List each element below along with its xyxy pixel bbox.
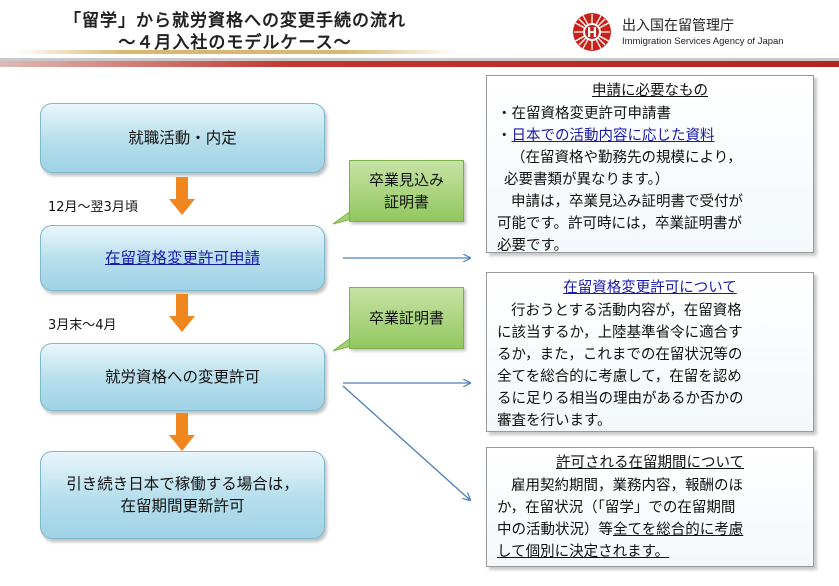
header-band	[0, 61, 839, 67]
info-period-line3: 中の活動状況）等全てを総合的に考慮	[497, 519, 803, 541]
info-box-permitted-period: 許可される在留期間について 雇用契約期間，業務内容，報酬のほ か，在留状況（「留…	[486, 447, 814, 567]
period-label-2: 3月末〜4月	[48, 318, 117, 333]
agency-name-en: Immigration Services Agency of Japan	[622, 36, 784, 47]
info-required-item2: ・日本での活動内容に応じた資料	[497, 125, 803, 147]
info-change-line2: に該当するか，上陸基準省令に適合す	[497, 325, 743, 341]
activity-documents-link[interactable]: 日本での活動内容に応じた資料	[511, 128, 715, 144]
info-required-body1: 申請は，卒業見込み証明書で受付が	[511, 194, 743, 210]
info-box-change-permission: 在留資格変更許可について 行おうとする活動内容が，在留資格 に該当するか，上陸基…	[486, 272, 814, 432]
down-arrow-icon	[169, 294, 195, 332]
callout-expected-graduation-certificate: 卒業見込み 証明書	[349, 160, 464, 222]
info-box-required-documents: 申請に必要なもの ・在留資格変更許可申請書 ・日本での活動内容に応じた資料 （在…	[486, 75, 814, 254]
info-change-line3: るか，また，これまでの在留状況等の	[497, 347, 743, 363]
step-job-hunting: 就職活動・内定	[40, 103, 325, 173]
info-period-line4: して個別に決定されます。	[497, 544, 670, 560]
down-arrow-icon	[169, 177, 195, 215]
change-application-link[interactable]: 在留資格変更許可申請	[104, 249, 260, 267]
info-period-title: 許可される在留期間について	[555, 455, 745, 471]
step-renewal-permission: 引き続き日本で稼働する場合は， 在留期間更新許可	[40, 451, 325, 539]
info-change-line1: 行おうとする活動内容が，在留資格	[511, 303, 742, 319]
callout-graduation-certificate: 卒業証明書	[349, 287, 464, 349]
down-arrow-icon	[169, 413, 195, 451]
info-change-line6: 審査を行います。	[497, 413, 612, 429]
header-rule	[0, 58, 839, 61]
info-required-note1: （在留資格や勤務先の規模により，	[511, 150, 742, 166]
info-required-body3: 必要です。	[497, 238, 569, 254]
step-renewal-line1: 引き続き日本で稼働する場合は，	[66, 475, 299, 493]
period-label-1: 12月〜翌3月頃	[48, 200, 138, 215]
step-renewal-line2: 在留期間更新許可	[120, 497, 245, 515]
page-title-line1: 「留学」から就労資格への変更手続の流れ	[64, 11, 406, 31]
change-permission-link[interactable]: 在留資格変更許可について	[563, 280, 737, 296]
info-change-line5: るに足りる相当の理由があるか否かの	[497, 391, 744, 407]
info-required-item2-bullet: ・	[497, 128, 512, 144]
info-period-line2: か，在留状況（「留学」での在留期間	[497, 500, 736, 516]
title-underline	[14, 50, 456, 54]
step-job-hunting-label: 就職活動・内定	[128, 129, 237, 147]
callout-1-line1: 卒業見込み	[368, 171, 444, 189]
info-period-line1: 雇用契約期間，業務内容，報酬のほ	[511, 478, 743, 494]
step-change-permission-label: 就労資格への変更許可	[104, 368, 260, 386]
page-title-line2: 〜４月入社のモデルケース〜	[118, 33, 352, 53]
info-required-body2: 可能です。許可時には，卒業証明書が	[497, 216, 743, 232]
callout-2-label: 卒業証明書	[368, 309, 444, 327]
info-required-item1: ・在留資格変更許可申請書	[497, 106, 671, 122]
connector-to-period	[342, 385, 470, 500]
info-period-line3b: 全てを総合的に考慮	[613, 522, 744, 538]
info-change-line4: 全てを総合的に考慮して，在留を認め	[497, 369, 742, 385]
agency-name-ja: 出入国在留管理庁	[622, 18, 734, 34]
step-change-permission: 就労資格への変更許可	[40, 343, 325, 411]
callout-1-line2: 証明書	[383, 193, 429, 211]
agency-emblem-icon	[573, 13, 611, 51]
info-required-title: 申請に必要なもの	[592, 83, 708, 99]
info-required-note2: 必要書類が異なります。）	[504, 172, 670, 188]
step-change-application[interactable]: 在留資格変更許可申請	[40, 225, 325, 291]
info-period-line3a: 中の活動状況）等	[497, 522, 613, 538]
